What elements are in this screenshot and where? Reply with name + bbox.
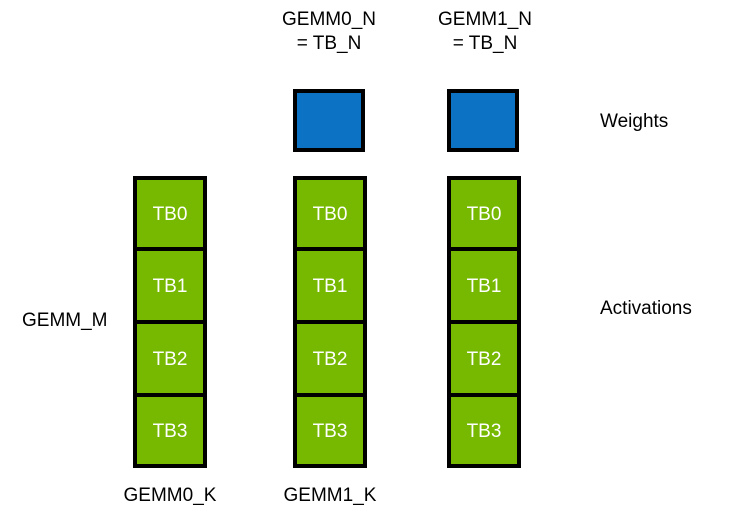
gemm1-k-label: GEMM1_K <box>283 485 377 506</box>
activation-cell: TB3 <box>293 395 367 468</box>
activation-cell-label: TB0 <box>312 203 348 225</box>
activation-column-1: TB0 TB1 TB2 TB3 <box>293 176 367 468</box>
activations-row-label: Activations <box>600 298 692 319</box>
activation-cell: TB0 <box>133 176 207 249</box>
activation-cell: TB1 <box>293 249 367 322</box>
activation-cell: TB1 <box>447 249 521 322</box>
activation-column-2: TB0 TB1 TB2 TB3 <box>447 176 521 468</box>
activation-cell: TB2 <box>133 322 207 395</box>
activation-cell: TB3 <box>133 395 207 468</box>
activation-cell: TB3 <box>447 395 521 468</box>
activation-cell-label: TB1 <box>466 275 502 297</box>
weights-row-label: Weights <box>600 111 669 132</box>
activation-cell-label: TB1 <box>312 275 348 297</box>
activation-cell-label: TB2 <box>312 348 348 370</box>
activation-cell: TB2 <box>293 322 367 395</box>
activation-cell-label: TB3 <box>152 420 188 442</box>
activation-cell-label: TB2 <box>152 348 188 370</box>
activation-column-0: TB0 TB1 TB2 TB3 <box>133 176 207 468</box>
gemm0-k-label: GEMM0_K <box>123 485 217 506</box>
activation-cell-label: TB2 <box>466 348 502 370</box>
activation-cell: TB0 <box>447 176 521 249</box>
activation-cell-label: TB0 <box>152 203 188 225</box>
activation-cell: TB1 <box>133 249 207 322</box>
gemm1-weight-tile <box>447 89 519 152</box>
activation-cell-label: TB0 <box>466 203 502 225</box>
activation-cell-label: TB3 <box>312 420 348 442</box>
gemm0-n-label: GEMM0_N = TB_N <box>282 9 376 54</box>
activation-cell-label: TB1 <box>152 275 188 297</box>
gemm0-weight-tile <box>293 89 365 152</box>
gemm-m-label: GEMM_M <box>22 310 108 331</box>
activation-cell: TB0 <box>293 176 367 249</box>
gemm1-n-label: GEMM1_N = TB_N <box>438 9 532 54</box>
activation-cell: TB2 <box>447 322 521 395</box>
activation-cell-label: TB3 <box>466 420 502 442</box>
